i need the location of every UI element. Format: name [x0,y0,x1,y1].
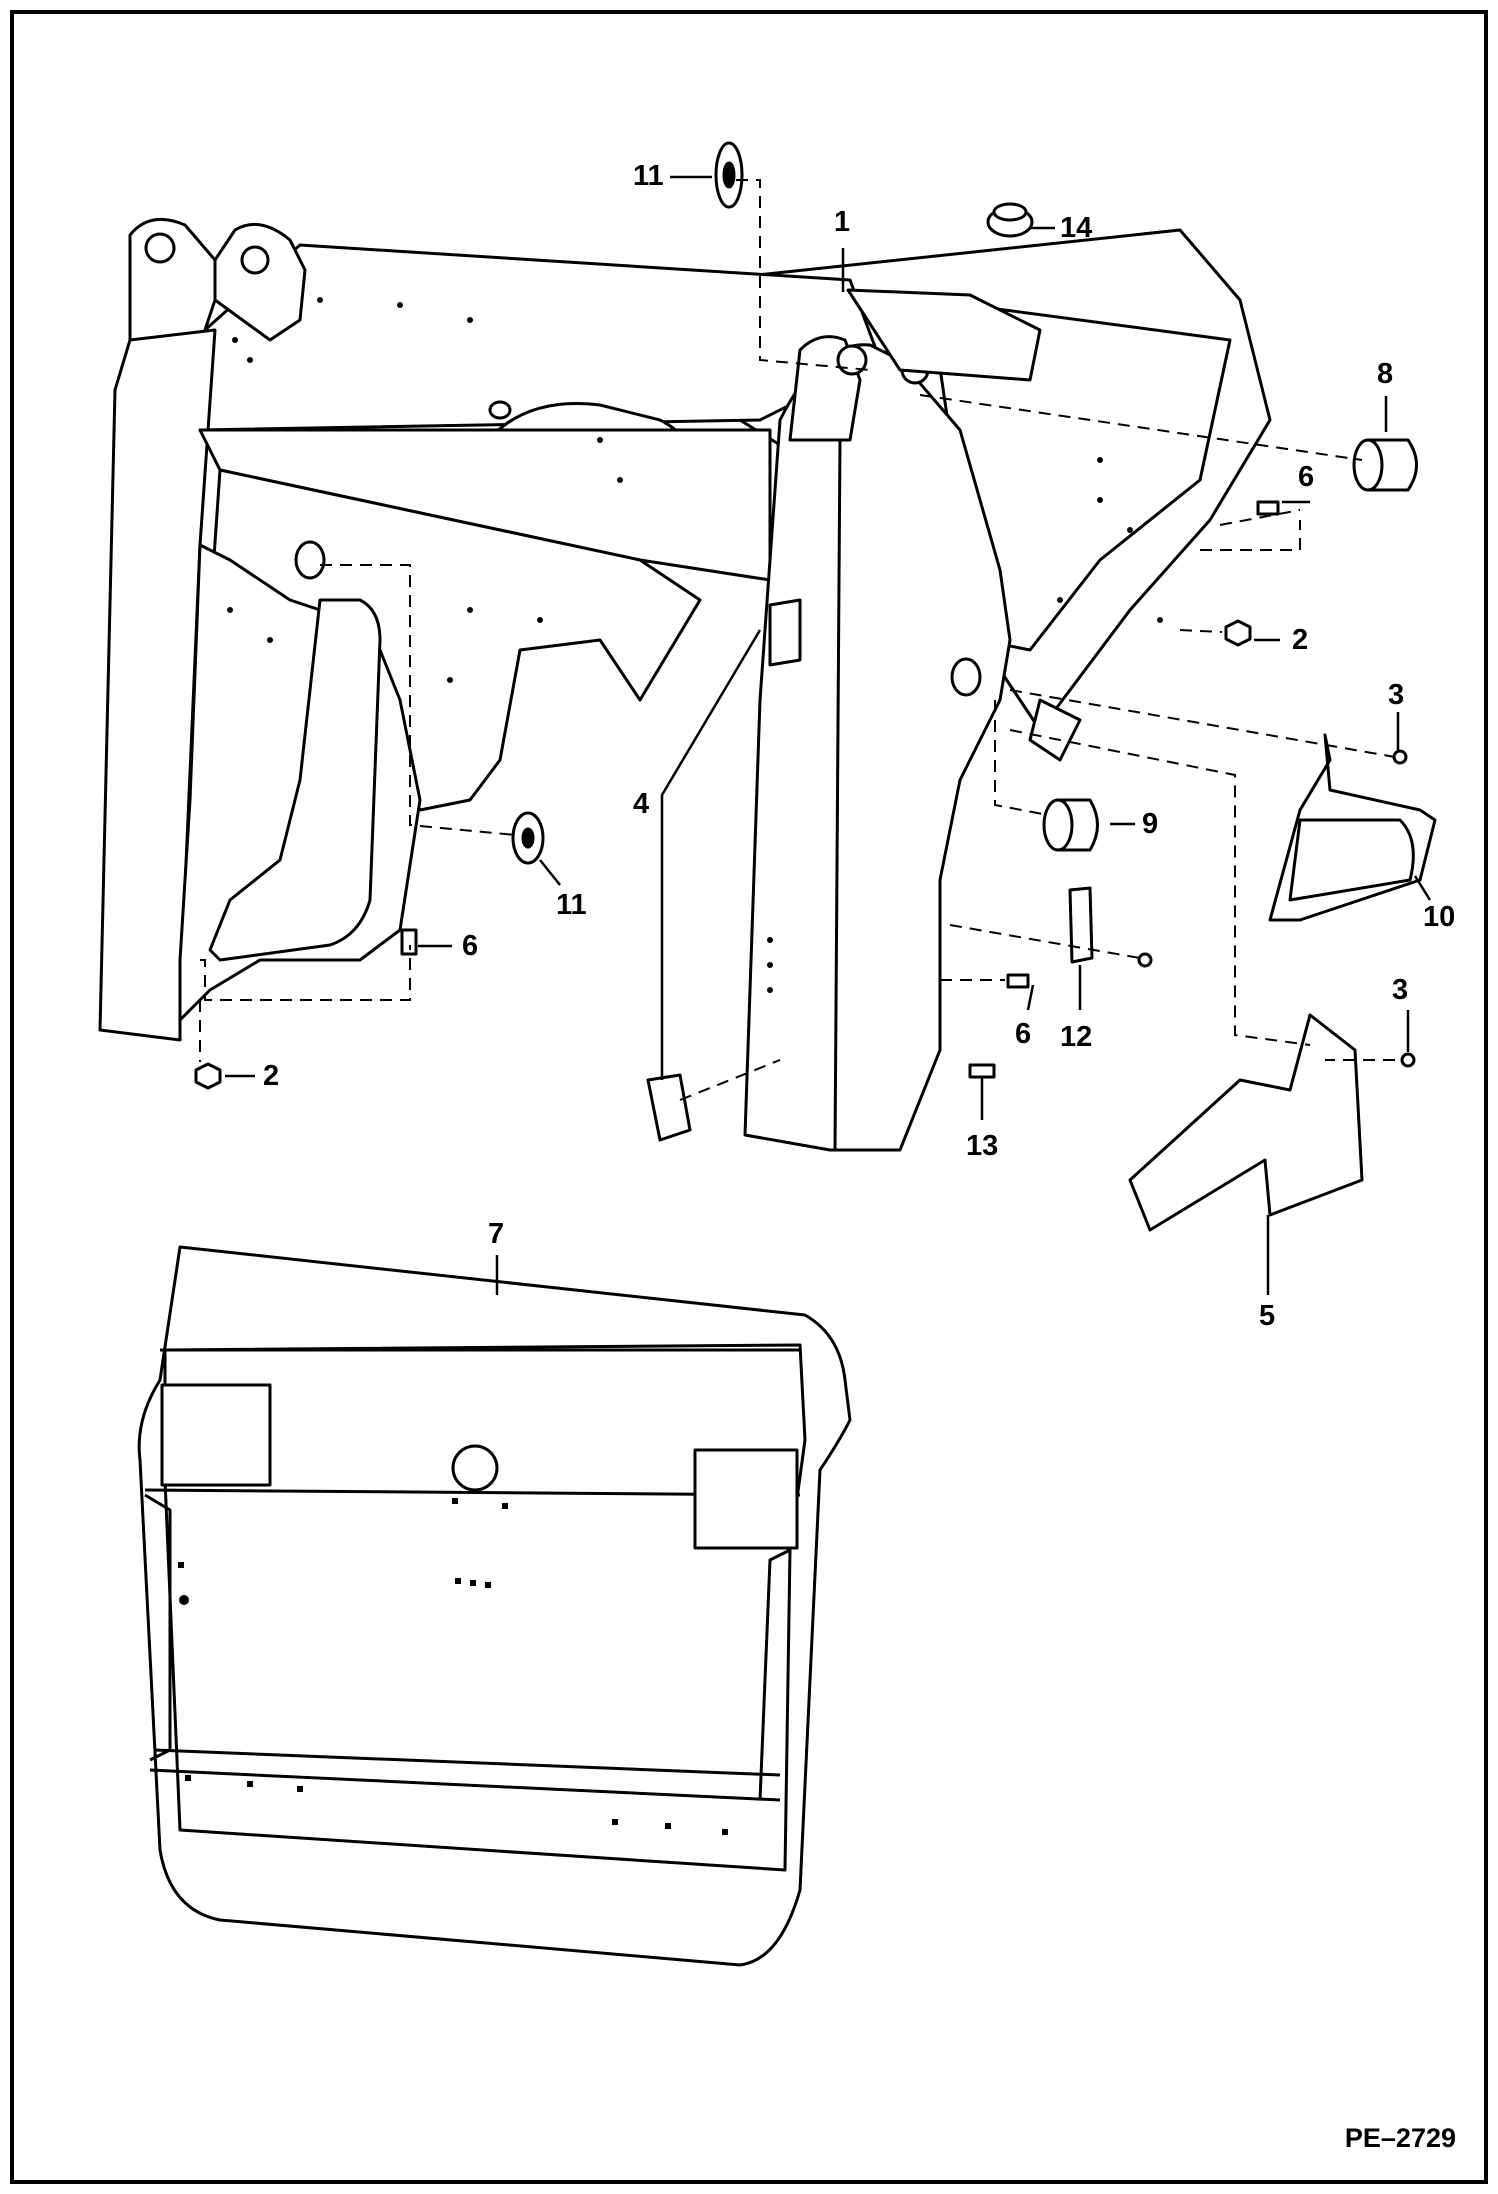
callout-4: 4 [633,788,650,820]
callout-9: 9 [1142,808,1159,840]
nut-part-3-lower [1400,1052,1416,1068]
callout-6-lower: 6 [1015,1018,1032,1050]
callout-11-upper: 11 [633,160,664,192]
main-frame-part [98,217,1272,1152]
plate-part-5 [1128,1013,1364,1232]
leader-lines [225,175,1432,1295]
callout-12: 12 [1060,1021,1093,1053]
bolt-part-13 [968,1063,996,1079]
nut-part-2-right [1224,619,1252,647]
nut-part-3-upper [1392,749,1408,765]
page-frame [10,10,1488,2184]
callout-6-upper: 6 [1298,461,1315,493]
panel-part-7-holes [178,1498,728,1835]
assembly-lines [199,179,1396,1101]
callout-6-left: 6 [462,930,479,962]
small-parts [194,141,1437,1232]
nut-part-2-left [194,1062,222,1090]
bolt-part-6-lower [1006,973,1030,989]
nut-part-12-fastener [1137,952,1153,968]
bracket-part-4-lower [646,1073,692,1142]
frame-holes [227,297,1163,993]
callout-8: 8 [1377,358,1394,390]
bolt-part-6-upper [1256,500,1280,516]
callout-7: 7 [488,1218,505,1250]
callout-5: 5 [1259,1300,1276,1332]
bolt-part-6-left [400,928,418,956]
frame-large-holes [294,400,982,697]
callout-13: 13 [966,1130,999,1162]
callout-1: 1 [834,206,851,238]
callout-2-right: 2 [1292,624,1309,656]
callout-11-lower: 11 [556,889,587,921]
bracket-part-4-upper [768,598,802,667]
callout-2-left: 2 [263,1060,280,1092]
callout-14: 14 [1060,212,1093,244]
callout-3-upper: 3 [1388,679,1405,711]
callout-3-lower: 3 [1392,974,1409,1006]
reference-code: PE–2729 [1344,2123,1456,2153]
strap-part-12 [1068,886,1094,964]
callout-10: 10 [1423,901,1456,933]
panel-part-7 [137,1245,852,1967]
